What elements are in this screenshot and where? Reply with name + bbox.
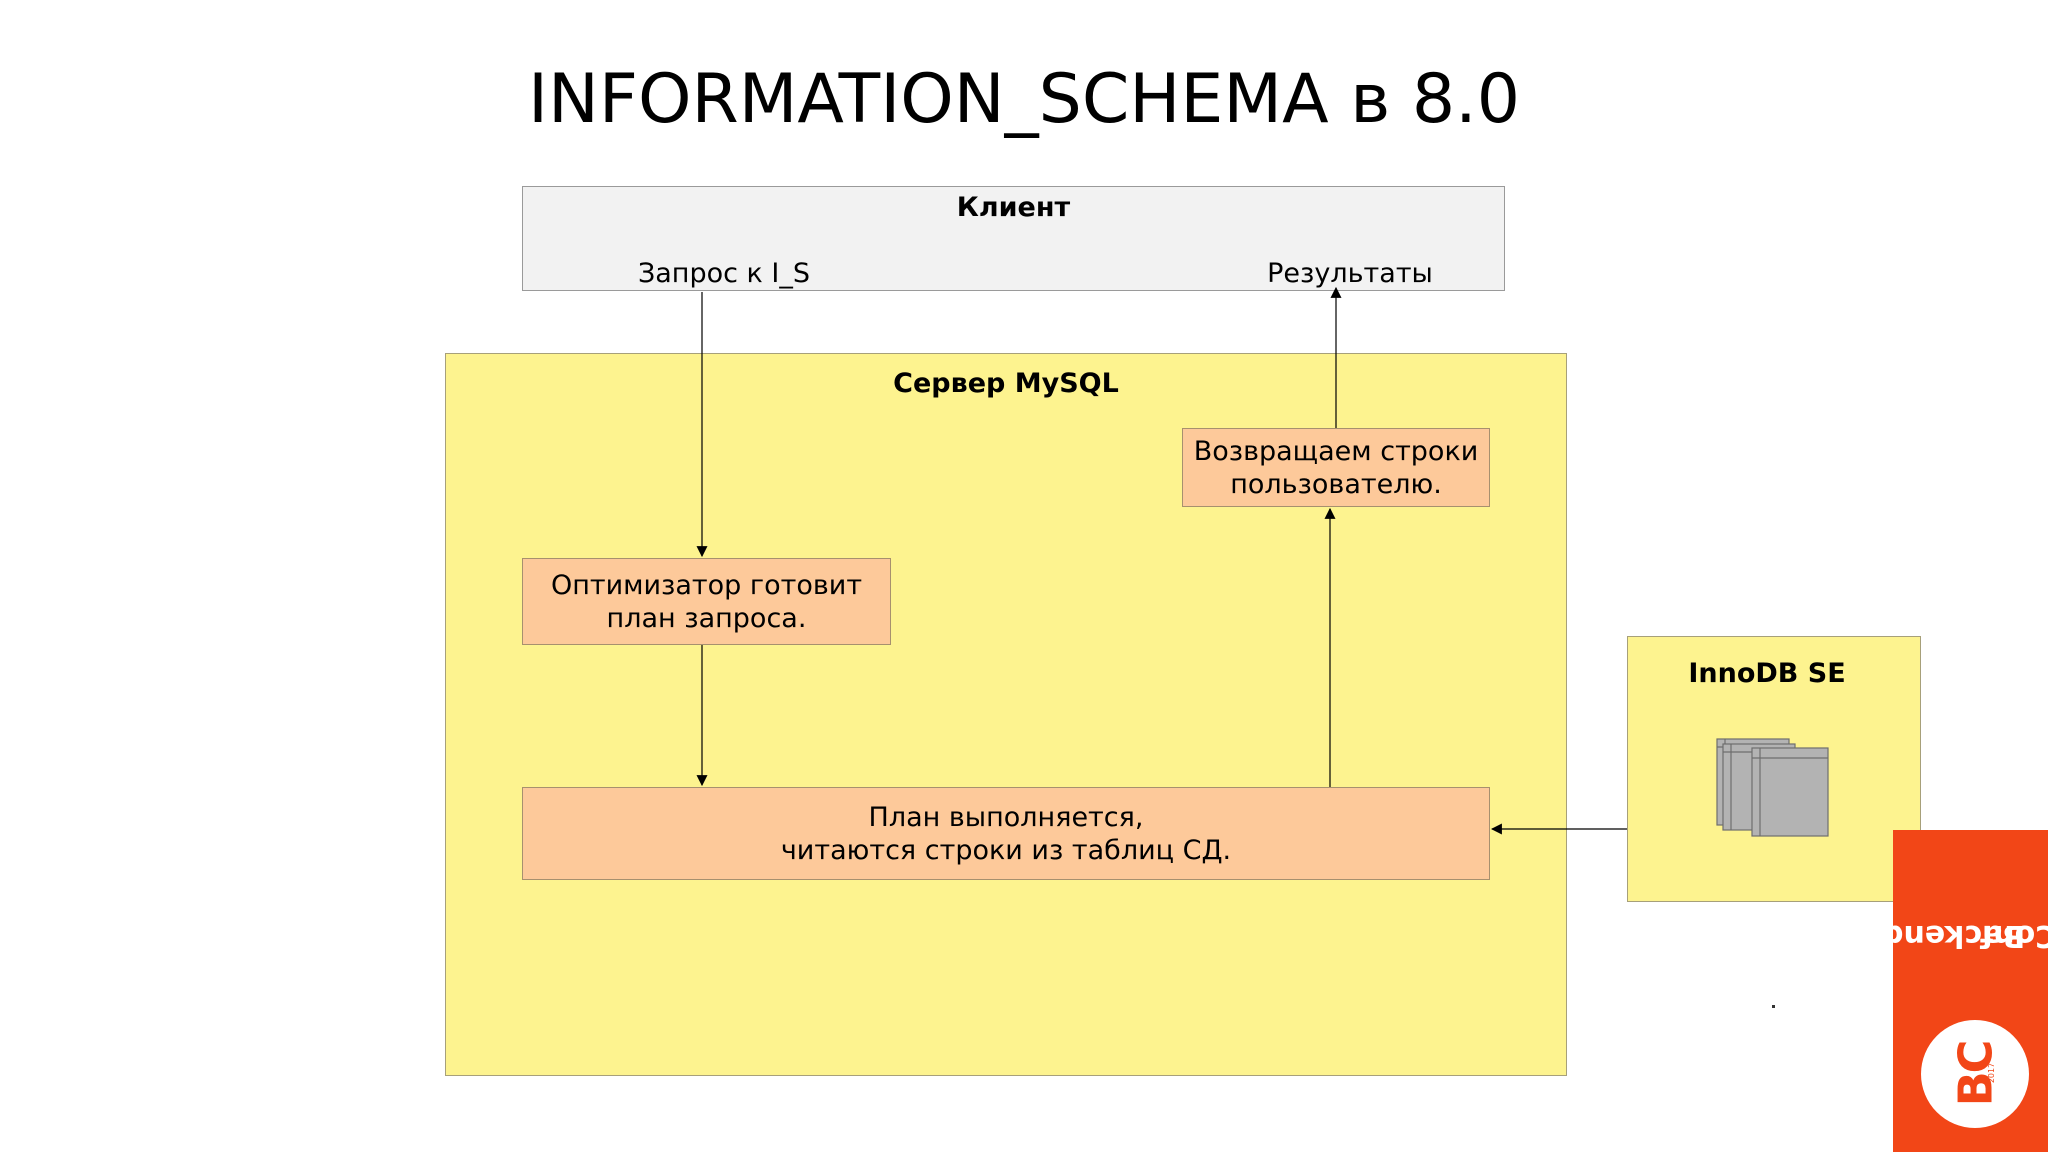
optimizer-line-2: план запроса. [606,602,807,634]
plan-execution-line-2: читаются строки из таблиц СД. [780,834,1232,866]
slide-title: INFORMATION_SCHEMA в 8.0 [527,60,1521,139]
table-sheet-front [1751,747,1829,837]
logo-wordmark-line-2: Conf [1980,918,2048,953]
logo-year-text: 2017 [1987,1062,1997,1084]
innodb-label: InnoDB SE [1688,658,1846,689]
client-label: Клиент [956,192,1071,223]
client-request-label: Запрос к I_S [637,258,811,289]
tables-icon [1716,738,1829,837]
client-box [522,186,1505,291]
optimizer-box: Оптимизатор готовит план запроса. [522,558,891,645]
plan-execution-line-1: План выполняется, [868,801,1144,833]
plan-execution-box: План выполняется, читаются строки из таб… [522,787,1490,880]
optimizer-line-1: Оптимизатор готовит [550,569,863,601]
client-results-label: Результаты [1267,258,1433,289]
logo-panel-tab [1893,900,1923,1152]
stray-dot [1772,1005,1775,1008]
logo-year: 2017 [1985,1048,1999,1098]
return-rows-line-1: Возвращаем строки [1193,435,1479,467]
return-rows-line-2: пользователю. [1230,468,1442,500]
return-rows-box: Возвращаем строки пользователю. [1182,428,1490,507]
logo-circle: BC [1921,1020,2029,1128]
server-label: Сервер MySQL [893,368,1119,399]
logo-wordmark: Backend Conf [1882,860,2048,1010]
